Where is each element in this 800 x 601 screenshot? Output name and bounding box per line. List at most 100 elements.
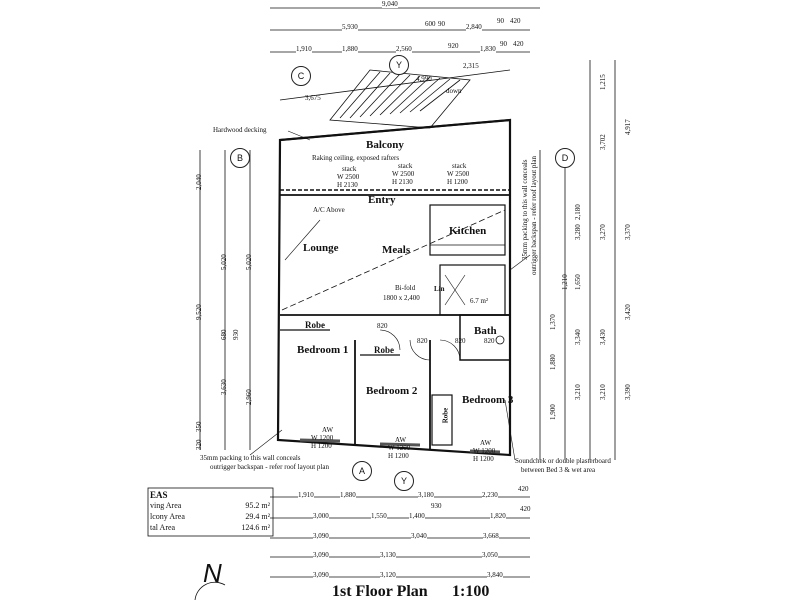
dim-left-6: 2,960 bbox=[245, 389, 253, 405]
north-arrow-icon: N bbox=[203, 558, 222, 588]
robe3-box bbox=[431, 394, 453, 446]
window-bottom-2 bbox=[379, 442, 421, 447]
areas-row-value: 29.4 m² bbox=[245, 512, 270, 521]
grid-marker-a: A bbox=[352, 461, 372, 481]
dim-right-7: 3,370 bbox=[624, 224, 632, 240]
grid-marker-y-bottom: Y bbox=[394, 471, 414, 491]
dim-bottom-12: 3,090 bbox=[313, 532, 329, 540]
door-swing-2 bbox=[409, 339, 431, 361]
dim-bottom-15: 3,090 bbox=[313, 551, 329, 559]
note-soundcheck-2: between Bed 3 & wet area bbox=[521, 466, 596, 474]
dim-top-c: 90 bbox=[497, 17, 504, 25]
dim-bottom-4: 2,230 bbox=[482, 491, 498, 499]
dim-bottom-10: 1,820 bbox=[490, 512, 506, 520]
leader-packing-right bbox=[509, 254, 531, 271]
note-hardwood: Hardwood decking bbox=[213, 126, 267, 134]
dim-top-overall: 9,040 bbox=[382, 0, 398, 8]
dim-right-10: 1,370 bbox=[549, 314, 557, 330]
room-lounge: Lounge bbox=[303, 242, 339, 254]
dim-right-8: 1,650 bbox=[574, 274, 582, 290]
dim-top-n: 2,315 bbox=[463, 62, 479, 70]
dim-left-4: 9,520 bbox=[195, 304, 203, 320]
section-line-1 bbox=[281, 209, 506, 311]
dim-right-5: 3,280 bbox=[574, 224, 582, 240]
leader-hardwood bbox=[287, 130, 311, 141]
room-robe-2: Robe bbox=[374, 345, 394, 355]
dim-left-3: 5,020 bbox=[245, 254, 253, 270]
dim-left-2: 5,020 bbox=[220, 254, 228, 270]
note-packing-right-2: outrigger backspan - refer roof layout p… bbox=[530, 156, 538, 275]
dim-top-o: 4,990 bbox=[416, 75, 432, 83]
dim-bottom-16: 3,130 bbox=[380, 551, 396, 559]
door-width-1: 820 bbox=[377, 322, 388, 330]
window-aw3-h: H 1200 bbox=[473, 455, 494, 463]
areas-row-name: ving Area bbox=[150, 501, 182, 510]
areas-table: EAS ving Area 95.2 m² lcony Area 29.4 m²… bbox=[150, 490, 270, 533]
dim-left-9: 680 bbox=[220, 329, 228, 341]
note-raking: Raking ceiling, exposed rafters bbox=[312, 154, 400, 162]
wet-area bbox=[439, 264, 506, 316]
kitchen-bench bbox=[429, 204, 506, 256]
dim-right-2: 4,917 bbox=[624, 119, 632, 135]
dim-right-12: 3,430 bbox=[599, 329, 607, 345]
note-packing-right: 35mm packing to this wall conceals bbox=[521, 159, 529, 260]
note-bath-area: 6.7 m² bbox=[470, 297, 489, 305]
dim-left-8: 320 bbox=[195, 439, 203, 451]
areas-row-name: lcony Area bbox=[150, 512, 185, 521]
dim-right-4: 2,180 bbox=[574, 204, 582, 220]
dim-left-10: 930 bbox=[232, 329, 240, 341]
areas-table-box bbox=[147, 487, 274, 537]
room-entry: Entry bbox=[368, 194, 396, 206]
dim-bottom-1: 1,910 bbox=[298, 491, 314, 499]
window-stack-1: stack bbox=[342, 165, 357, 173]
window-1-w: W 2500 bbox=[337, 173, 360, 181]
note-packing-left: 35mm packing to this wall conceals bbox=[200, 454, 301, 462]
window-aw3-w: W 1200 bbox=[473, 447, 496, 455]
window-2-w: W 2500 bbox=[392, 170, 415, 178]
dim-top-b: 2,840 bbox=[466, 23, 482, 31]
dim-top-k: 1,830 bbox=[480, 45, 496, 53]
dim-top-e: 600 bbox=[425, 20, 436, 28]
note-down: down bbox=[446, 87, 462, 95]
dim-bottom-7: 1,550 bbox=[371, 512, 387, 520]
grid-marker-b: B bbox=[230, 148, 250, 168]
dim-right-6: 3,270 bbox=[599, 224, 607, 240]
room-kitchen: Kitchen bbox=[449, 225, 487, 237]
door-swing-1 bbox=[379, 329, 401, 351]
dim-bottom-17: 3,050 bbox=[482, 551, 498, 559]
dim-top-g: 1,910 bbox=[296, 45, 312, 53]
window-1-h: H 2130 bbox=[337, 181, 358, 189]
window-3-h: H 1200 bbox=[447, 178, 468, 186]
window-aw3: AW bbox=[480, 439, 492, 447]
room-bedroom-2: Bedroom 2 bbox=[366, 385, 418, 397]
door-width-3: 820 bbox=[455, 337, 466, 345]
dim-bottom-3: 3,180 bbox=[418, 491, 434, 499]
dim-right-1: 1,215 bbox=[599, 74, 607, 90]
dim-top-f: 90 bbox=[438, 20, 445, 28]
room-robe-3: Robe bbox=[441, 407, 450, 424]
window-stack-2: stack bbox=[398, 162, 413, 170]
window-bottom-1 bbox=[299, 438, 341, 443]
window-stack-3: stack bbox=[452, 162, 467, 170]
dim-right-15: 3,210 bbox=[574, 384, 582, 400]
areas-row-balcony: lcony Area 29.4 m² bbox=[150, 511, 270, 522]
door-width-4: 820 bbox=[484, 337, 495, 345]
dim-top-a: 5,930 bbox=[342, 23, 358, 31]
areas-row-living: ving Area 95.2 m² bbox=[150, 500, 270, 511]
grid-marker-c: C bbox=[291, 66, 311, 86]
dim-top-d: 420 bbox=[510, 17, 521, 25]
dim-left-7: 350 bbox=[195, 421, 203, 433]
areas-header: EAS bbox=[150, 490, 168, 500]
dim-right-3: 3,702 bbox=[599, 134, 607, 150]
areas-row-name: tal Area bbox=[150, 523, 176, 532]
room-robe-1: Robe bbox=[305, 320, 325, 330]
window-bottom-3 bbox=[469, 449, 501, 454]
dim-left-5: 3,630 bbox=[220, 379, 228, 395]
window-aw2-h: H 1200 bbox=[388, 452, 409, 460]
leader-soundcheck bbox=[504, 399, 516, 461]
plan-scale: 1:100 bbox=[452, 583, 490, 600]
dim-top-j: 920 bbox=[448, 42, 459, 50]
dim-bottom-9: 930 bbox=[431, 502, 442, 510]
leader-packing-left bbox=[249, 429, 283, 456]
window-2-h: H 2130 bbox=[392, 178, 413, 186]
